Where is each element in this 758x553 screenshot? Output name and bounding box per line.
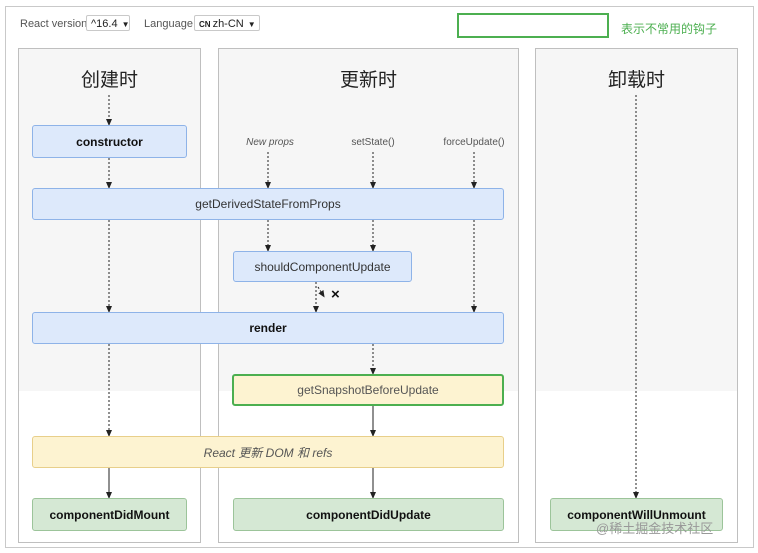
trigger-force-update: forceUpdate() bbox=[443, 137, 505, 148]
language-label: Language bbox=[144, 18, 193, 30]
react-version-value: ^16.4 bbox=[91, 18, 118, 30]
trigger-set-state: setState() bbox=[351, 137, 395, 148]
react-version-select[interactable]: ^16.4▼ bbox=[86, 15, 130, 31]
component-did-update-node: componentDidUpdate bbox=[233, 498, 504, 531]
react-version-label: React version bbox=[20, 18, 88, 30]
unmount-column-title: 卸载时 bbox=[607, 70, 665, 91]
chevron-down-icon: ▼ bbox=[121, 20, 130, 29]
react-dom-update-node: React 更新 DOM 和 refs bbox=[32, 436, 504, 468]
constructor-node: constructor bbox=[32, 125, 187, 158]
get-derived-state-from-props-node: getDerivedStateFromProps bbox=[32, 188, 504, 220]
language-badge: CN bbox=[199, 20, 211, 29]
trigger-new-props: New props bbox=[246, 137, 294, 148]
render-node: render bbox=[32, 312, 504, 344]
uncommon-hook-legend-swatch bbox=[457, 13, 609, 38]
should-component-update-node: shouldComponentUpdate bbox=[233, 251, 412, 282]
arrow-scu-false bbox=[317, 286, 325, 298]
cross-mark: × bbox=[331, 286, 340, 303]
component-did-mount-node: componentDidMount bbox=[32, 498, 187, 531]
uncommon-hook-legend-text: 表示不常用的钩子 bbox=[621, 22, 718, 36]
component-will-unmount-node: componentWillUnmount bbox=[550, 498, 723, 531]
mount-column-title: 创建时 bbox=[80, 70, 138, 91]
chevron-down-icon: ▼ bbox=[247, 20, 256, 29]
watermark: @稀土掘金技术社区 bbox=[596, 521, 714, 536]
update-column-title: 更新时 bbox=[339, 70, 397, 91]
language-value: zh-CN bbox=[212, 18, 244, 30]
get-snapshot-before-update-node: getSnapshotBeforeUpdate bbox=[232, 374, 504, 406]
